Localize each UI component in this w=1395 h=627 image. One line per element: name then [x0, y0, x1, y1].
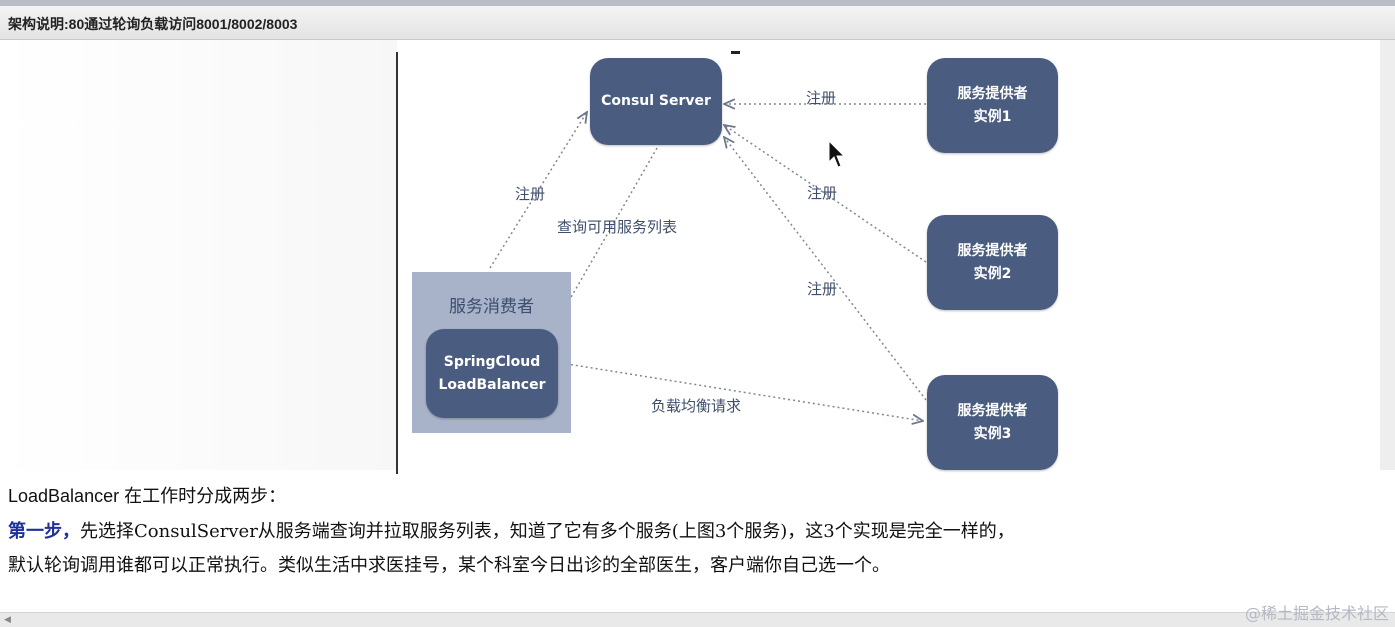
loadbalancer-line1: SpringCloud: [443, 353, 541, 370]
window-top-edge: [0, 0, 1395, 6]
provider-1-line2: 实例1: [973, 108, 1012, 125]
provider-node-3: 服务提供者 实例3: [927, 375, 1058, 470]
page-title: 架构说明:80通过轮询负载访问8001/8002/8003: [8, 16, 298, 32]
label-query-list: 查询可用服务列表: [557, 218, 678, 236]
provider-2-line2: 实例2: [973, 265, 1012, 282]
title-bar: 架构说明:80通过轮询负载访问8001/8002/8003: [0, 6, 1395, 40]
consumer-group-title: 服务消费者: [449, 297, 534, 317]
scroll-left-arrow-icon[interactable]: ◀: [4, 615, 11, 625]
provider-3-line2: 实例3: [973, 425, 1012, 442]
provider-1-line1: 服务提供者: [957, 85, 1028, 102]
label-consumer-register: 注册: [515, 185, 546, 203]
intro-line: LoadBalancer 在工作时分成两步：: [8, 486, 287, 506]
dash-mark: [731, 51, 740, 54]
right-edge-shade: [1380, 40, 1395, 470]
left-blank-panel: [0, 40, 397, 470]
consul-server-node: Consul Server: [590, 58, 722, 145]
horizontal-scrollbar[interactable]: ◀: [0, 612, 1395, 627]
consul-server-label: Consul Server: [601, 93, 711, 109]
label-load-balance-request: 负载均衡请求: [651, 397, 742, 415]
step-one-label: 第一步，: [8, 521, 80, 542]
label-provider1-register: 注册: [806, 89, 837, 107]
step-one-line: 第一步，先选择ConsulServer从服务端查询并拉取服务列表，知道了它有多个…: [8, 517, 1015, 543]
vertical-divider: [396, 52, 398, 474]
watermark: @稀土掘金技术社区: [1244, 604, 1389, 623]
edge-consumer-register: [489, 112, 587, 269]
mouse-cursor-icon: [828, 140, 846, 168]
edge-provider2-register: [724, 125, 927, 263]
provider-2-line1: 服务提供者: [957, 242, 1028, 259]
loadbalancer-line2: LoadBalancer: [438, 376, 546, 393]
step-one-text: 先选择ConsulServer从服务端查询并拉取服务列表，知道了它有多个服务(上…: [80, 521, 1015, 542]
edge-load-balance-request: [560, 362, 923, 421]
step-one-continuation: 默认轮询调用谁都可以正常执行。类似生活中求医挂号，某个科室今日出诊的全部医生，客…: [8, 555, 890, 576]
label-provider2-register: 注册: [807, 184, 838, 202]
label-provider3-register: 注册: [807, 280, 838, 298]
loadbalancer-node: SpringCloud LoadBalancer: [426, 329, 558, 418]
provider-node-1: 服务提供者 实例1: [927, 58, 1058, 153]
provider-3-line1: 服务提供者: [957, 402, 1028, 419]
edge-provider3-register: [724, 137, 927, 401]
provider-node-2: 服务提供者 实例2: [927, 215, 1058, 310]
